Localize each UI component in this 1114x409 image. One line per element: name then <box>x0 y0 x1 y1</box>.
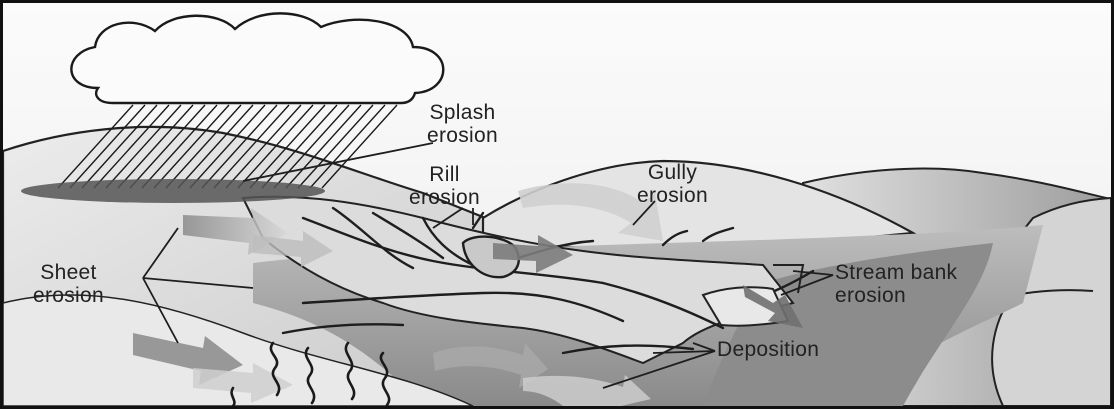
rain-cloud <box>71 13 443 103</box>
label-rill-line2: erosion <box>409 186 480 209</box>
label-deposition-line1: Deposition <box>717 338 819 361</box>
label-gully-line1: Gully <box>637 161 708 184</box>
label-splash-erosion: Splash erosion <box>427 101 498 147</box>
label-gully-line2: erosion <box>637 184 708 207</box>
splash-zone <box>21 179 325 203</box>
label-splash-line1: Splash <box>427 101 498 124</box>
label-splash-line2: erosion <box>427 124 498 147</box>
label-stream-bank-line2: erosion <box>835 284 957 307</box>
label-rill-line1: Rill <box>409 163 480 186</box>
label-deposition: Deposition <box>717 338 819 361</box>
label-sheet-line1: Sheet <box>33 261 104 284</box>
label-sheet-erosion: Sheet erosion <box>33 261 104 307</box>
label-gully-erosion: Gully erosion <box>637 161 708 207</box>
label-rill-erosion: Rill erosion <box>409 163 480 209</box>
label-stream-bank-erosion: Stream bank erosion <box>835 261 957 307</box>
erosion-illustration <box>3 3 1111 406</box>
label-stream-bank-line1: Stream bank <box>835 261 957 284</box>
label-sheet-line2: erosion <box>33 284 104 307</box>
